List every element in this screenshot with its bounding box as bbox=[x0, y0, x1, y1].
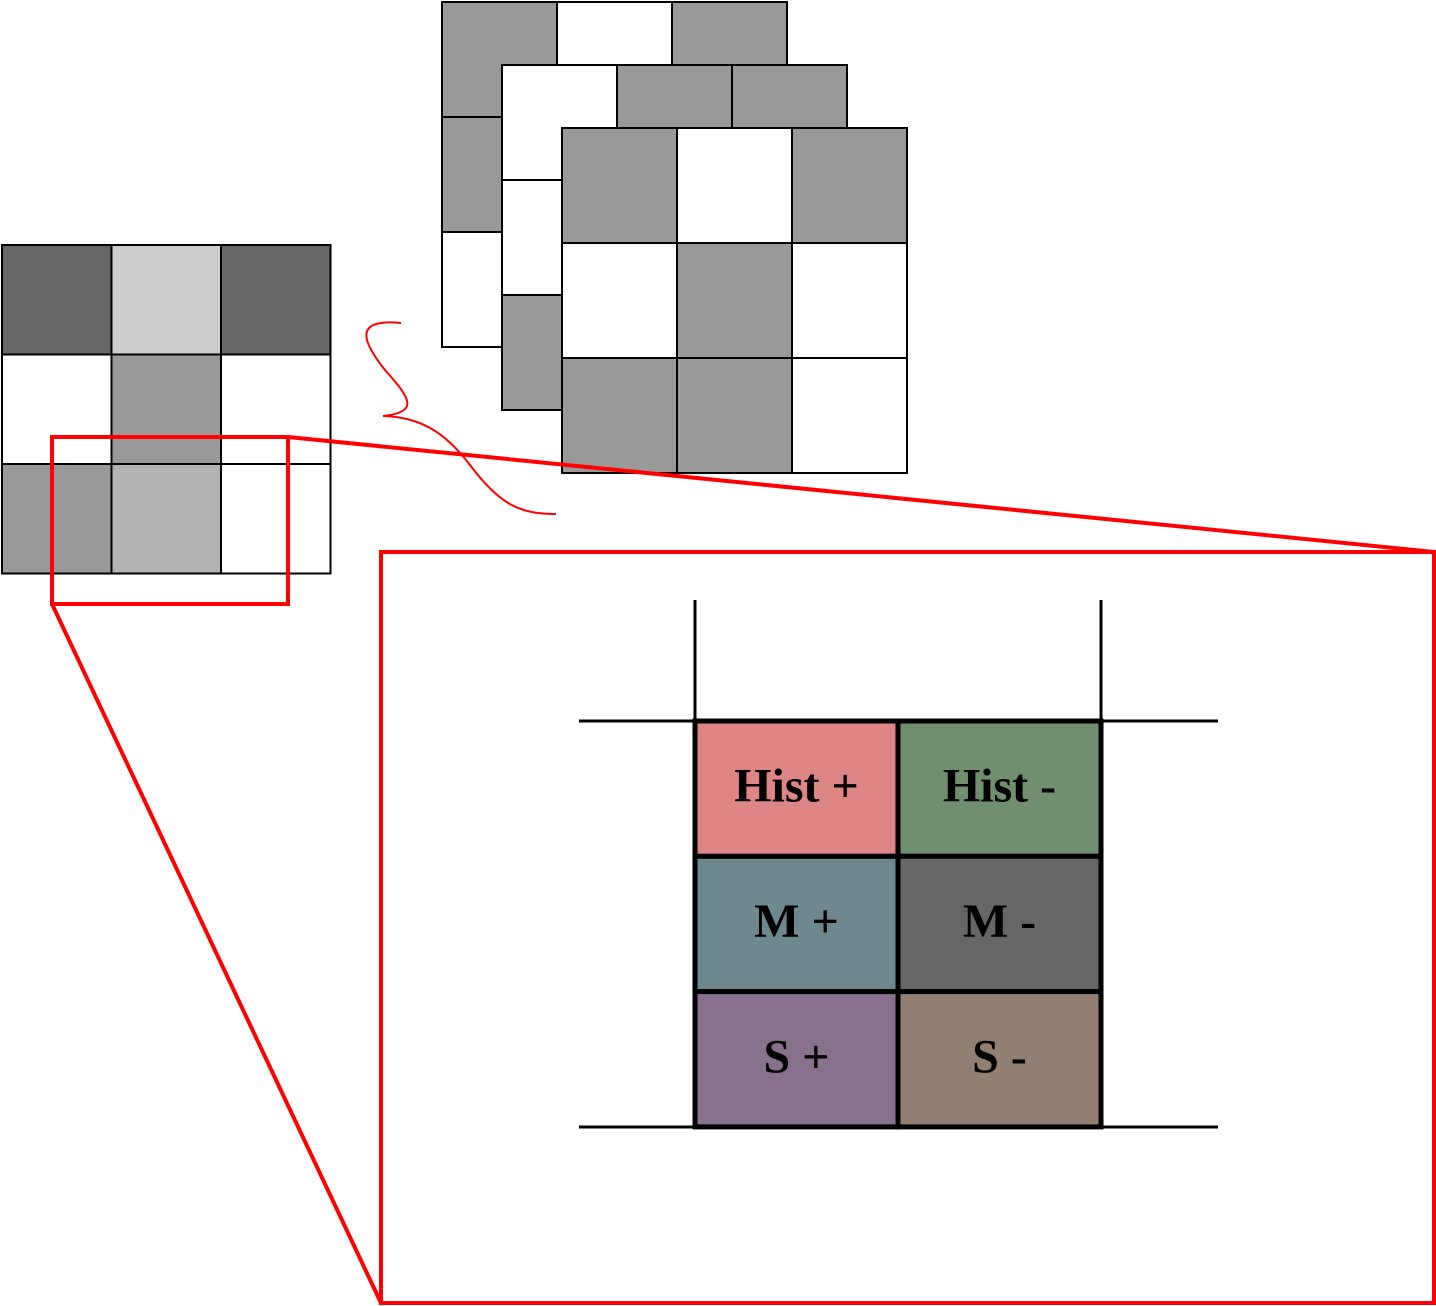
feature-label-hist-minus: Hist - bbox=[943, 760, 1056, 813]
feature-front-cell-r0-c1 bbox=[676, 127, 793, 244]
feature-front-cell-r2-c0 bbox=[561, 357, 678, 474]
source-cell-r0-c1 bbox=[110, 244, 222, 356]
brace-connector bbox=[365, 321, 557, 515]
zoom-line-bottom bbox=[50, 603, 383, 1304]
source-cell-r1-c0 bbox=[1, 353, 113, 465]
feature-label-s-plus: S + bbox=[763, 1030, 829, 1083]
source-grid bbox=[1, 244, 332, 575]
zoomed-cell-detail: Hist + Hist - M + M - S + S - bbox=[579, 600, 1218, 1130]
source-cell-r2-c2 bbox=[220, 463, 332, 575]
feature-front-cell-r1-c1 bbox=[676, 242, 793, 359]
feature-cell-m-minus bbox=[895, 853, 1104, 995]
source-cell-r0-c0 bbox=[1, 244, 113, 356]
feature-front-cell-r1-c2 bbox=[791, 242, 908, 359]
feature-label-m-minus: M - bbox=[963, 895, 1036, 948]
feature-front-cell-r0-c0 bbox=[561, 127, 678, 244]
feature-label-hist-plus: Hist + bbox=[734, 760, 859, 813]
feature-front-cell-r1-c0 bbox=[561, 242, 678, 359]
feature-grid-front bbox=[561, 127, 908, 474]
source-cell-r0-c2 bbox=[220, 244, 332, 356]
feature-cell-hist-minus bbox=[895, 718, 1104, 859]
feature-label-s-minus: S - bbox=[972, 1030, 1027, 1083]
feature-front-cell-r0-c2 bbox=[791, 127, 908, 244]
feature-cell-s-plus bbox=[692, 989, 901, 1130]
feature-front-cell-r2-c1 bbox=[676, 357, 793, 474]
zoom-line-top bbox=[287, 435, 1435, 554]
feature-cell-s-minus bbox=[895, 989, 1104, 1130]
zoom-source-rect bbox=[50, 435, 290, 606]
feature-cells: Hist + Hist - M + M - S + S - bbox=[692, 718, 1104, 1130]
source-cell-r2-c0 bbox=[1, 463, 113, 575]
source-cell-r1-c1 bbox=[110, 353, 222, 465]
source-cell-r1-c2 bbox=[220, 353, 332, 465]
source-cell-r2-c1 bbox=[110, 463, 222, 575]
feature-front-cell-r2-c2 bbox=[791, 357, 908, 474]
feature-label-m-plus: M + bbox=[754, 895, 839, 948]
